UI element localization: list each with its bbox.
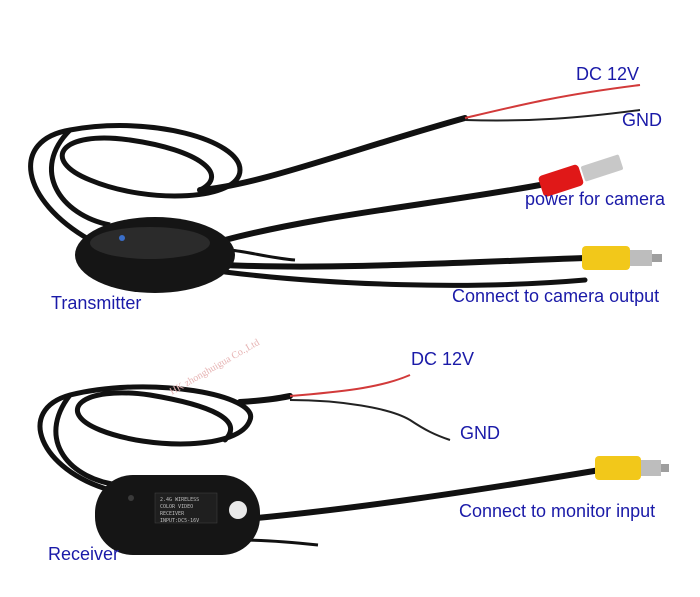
transmitter-black-wire (464, 109, 641, 122)
power-for-camera-label: power for camera (525, 189, 666, 209)
transmitter-video-cable (222, 255, 588, 270)
receiver-rca-plug (595, 456, 669, 480)
transmitter-label: Transmitter (51, 293, 142, 313)
receiver-label: Receiver (48, 544, 120, 564)
transmitter-camera-power-cable (222, 182, 543, 243)
transmitter-red-wire (464, 84, 641, 119)
receiver-gnd-label: GND (460, 423, 500, 443)
receiver-power-cable (237, 393, 293, 405)
transmitter-rca-plug (582, 246, 662, 270)
monitor-input-label: Connect to monitor input (459, 501, 656, 521)
receiver-assembly: 2.4G WIRELESS COLOR VIDEO RECEIVER INPUT… (37, 374, 669, 555)
receiver-cable-coil (37, 384, 253, 493)
svg-text:2.4G WIRELESS: 2.4G WIRELESS (160, 497, 199, 503)
camera-output-label: Connect to camera output (452, 286, 660, 306)
receiver-video-cable (232, 467, 603, 523)
receiver-red-wire (289, 374, 411, 397)
transmitter-led (119, 235, 125, 241)
transmitter-assembly (28, 84, 662, 293)
receiver-led (128, 495, 134, 501)
transmitter-power-cable (197, 115, 468, 193)
transmitter-gnd-label: GND (622, 110, 662, 130)
receiver-black-wire (289, 399, 451, 441)
receiver-dc-label: DC 12V (411, 349, 475, 369)
svg-text:INPUT:DC5-16V: INPUT:DC5-16V (160, 518, 199, 524)
receiver-sticker (229, 501, 247, 519)
transmitter-dc-label: DC 12V (576, 64, 640, 84)
dc-power-plug (538, 154, 623, 197)
svg-text:RECEIVER: RECEIVER (160, 511, 185, 517)
svg-text:COLOR VIDEO: COLOR VIDEO (160, 504, 193, 510)
